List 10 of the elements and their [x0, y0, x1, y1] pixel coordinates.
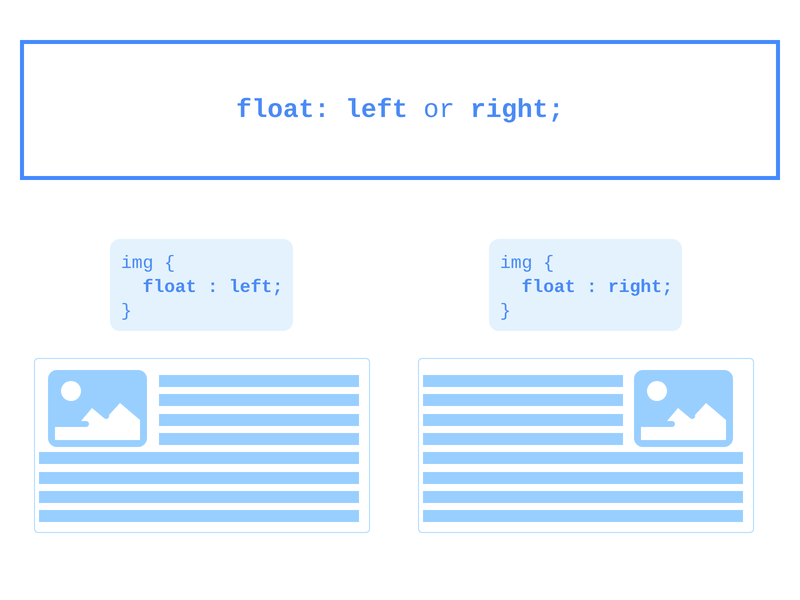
code-line: float : right; — [522, 277, 673, 300]
code-line: img { — [500, 253, 554, 276]
code-line: } — [500, 301, 511, 324]
code-line: } — [121, 301, 132, 324]
code-line: float : left; — [142, 277, 284, 300]
css-code-heading: float: left or right; — [236, 95, 564, 125]
heading-box — [20, 40, 780, 180]
code-line: img { — [121, 253, 176, 276]
code-snippet-box — [489, 239, 682, 331]
code-snippet-box — [110, 239, 293, 331]
